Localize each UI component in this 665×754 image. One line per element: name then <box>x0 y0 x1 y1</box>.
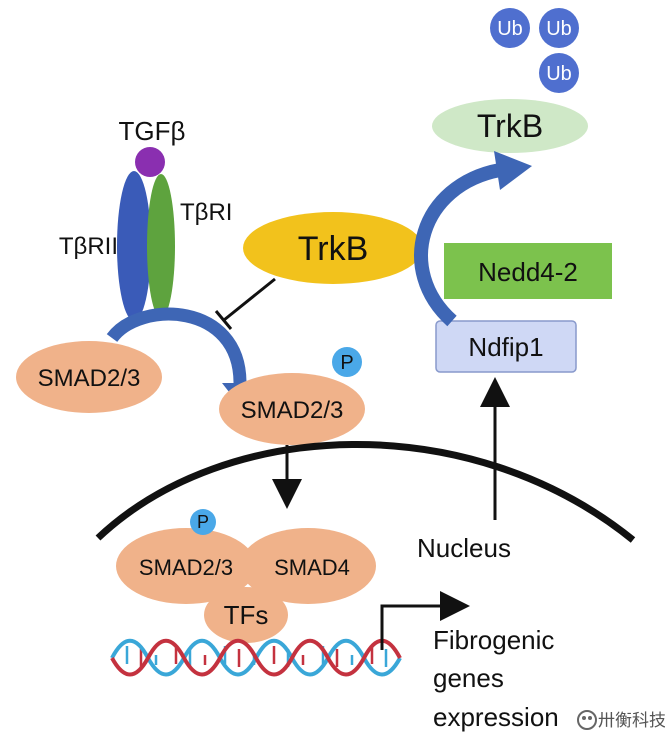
nuclear-membrane <box>95 441 636 543</box>
tbri-label: TβRI <box>180 199 232 226</box>
trkb-degraded-label: TrkB <box>477 108 543 144</box>
trkb-degraded-ellipse <box>432 99 588 153</box>
tfs-label: TFs <box>224 600 269 630</box>
ubiquitin-3-label: Ub <box>546 63 572 85</box>
ubiquitin-2-label: Ub <box>546 18 572 40</box>
smad4-label: SMAD4 <box>274 555 350 580</box>
nedd4-2-box <box>444 243 612 299</box>
smad23-nuclear <box>116 528 256 604</box>
ndfip1-box <box>435 320 577 373</box>
watermark: 卅衡科技 <box>577 710 665 730</box>
nucleus-label: Nucleus <box>417 533 511 563</box>
ndfip1-label: Ndfip1 <box>468 332 543 362</box>
ubiquitination-arrowhead <box>494 151 532 190</box>
smad23-nuclear-label: SMAD2/3 <box>139 555 233 580</box>
watermark-text: 卅衡科技 <box>598 711 665 730</box>
trkb-active-ellipse <box>243 212 423 284</box>
ubiquitin-1-label: Ub <box>497 18 523 40</box>
inhibition-bar <box>214 310 233 330</box>
tbrii-receptor <box>117 171 151 321</box>
phospho-badge-nuclear-label: P <box>197 512 209 532</box>
ubiquitin-2 <box>539 8 579 48</box>
tgfb-ligand <box>135 147 165 177</box>
ubiquitin-3 <box>539 53 579 93</box>
tbrii-label: TβRII <box>59 233 118 260</box>
transcription-start-arrow <box>380 591 470 650</box>
fibrogenic-genes-line2: genes <box>433 663 504 693</box>
smad23-free-label: SMAD2/3 <box>38 365 141 392</box>
phospho-badge <box>332 347 362 377</box>
trkb-active-label: TrkB <box>298 230 369 268</box>
smad4-ellipse <box>240 528 376 604</box>
phospho-badge-nuclear <box>190 509 216 535</box>
dna-strand-red <box>110 638 402 677</box>
smad23-phosphorylated <box>219 373 365 445</box>
smad23-phosphorylated-label: SMAD2/3 <box>241 397 344 424</box>
smad23-free <box>16 341 162 413</box>
tbri-receptor <box>147 174 175 318</box>
dna-helix <box>110 638 402 677</box>
fibrogenic-genes-line3: expression <box>433 702 559 732</box>
watermark-logo-icon <box>577 710 597 730</box>
ubiquitination-arrow <box>414 163 502 327</box>
tgfb-label: TGFβ <box>119 116 186 146</box>
ubiquitin-1 <box>490 8 530 48</box>
fibrogenic-genes-line1: Fibrogenic <box>433 625 554 655</box>
tfs-ellipse <box>204 587 288 643</box>
phosphorylation-arrow <box>106 307 247 384</box>
ubiquitin-chain: Ub Ub Ub <box>490 8 579 93</box>
phospho-badge-label: P <box>340 352 353 374</box>
inhibition-line <box>223 277 276 322</box>
nedd4-2-label: Nedd4-2 <box>478 257 578 287</box>
